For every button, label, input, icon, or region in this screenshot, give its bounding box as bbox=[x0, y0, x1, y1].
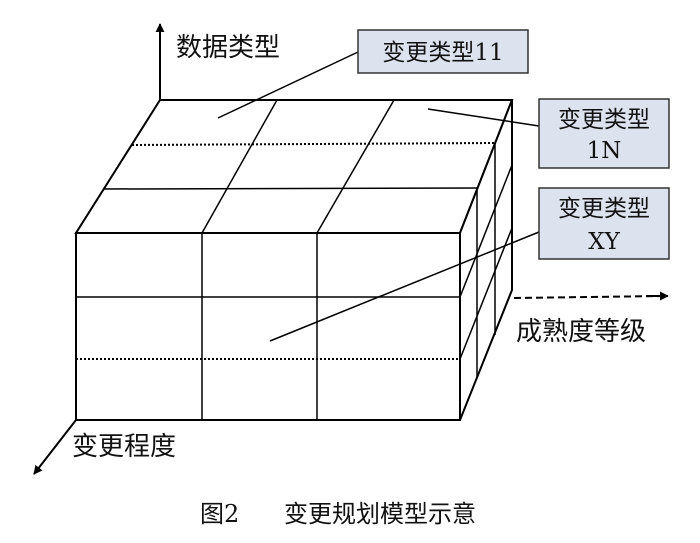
callout-change-type-1n: 变更类型 1N bbox=[538, 98, 670, 169]
figure-number: 图2 bbox=[200, 500, 239, 528]
horizontal-axis-label: 变更程度 bbox=[72, 432, 176, 462]
callout-leaders bbox=[217, 51, 540, 342]
cube-front-face bbox=[75, 232, 461, 421]
callout-change-type-xy-line2: XY bbox=[588, 229, 620, 255]
leader-line-xy bbox=[269, 231, 540, 342]
figure-title: 变更规划模型示意 bbox=[284, 500, 476, 528]
leader-line-11 bbox=[217, 51, 359, 119]
callout-change-type-1n-line1: 变更类型 bbox=[558, 107, 650, 133]
callout-change-type-xy-line1: 变更类型 bbox=[558, 196, 650, 222]
depth-axis bbox=[513, 291, 669, 301]
vertical-axis-label: 数据类型 bbox=[176, 33, 280, 63]
figure-caption: 图2 变更规划模型示意 bbox=[200, 500, 476, 528]
depth-axis-label: 成熟度等级 bbox=[516, 317, 646, 347]
callout-change-type-11: 变更类型11 bbox=[357, 29, 529, 74]
callout-change-type-11-text: 变更类型11 bbox=[382, 40, 503, 66]
callout-change-type-xy: 变更类型 XY bbox=[538, 187, 670, 260]
horizontal-axis bbox=[33, 419, 77, 475]
callout-change-type-1n-line2: 1N bbox=[587, 138, 622, 164]
cube bbox=[74, 99, 514, 421]
leader-line-1n bbox=[427, 108, 540, 127]
cube-top-face bbox=[74, 99, 514, 234]
